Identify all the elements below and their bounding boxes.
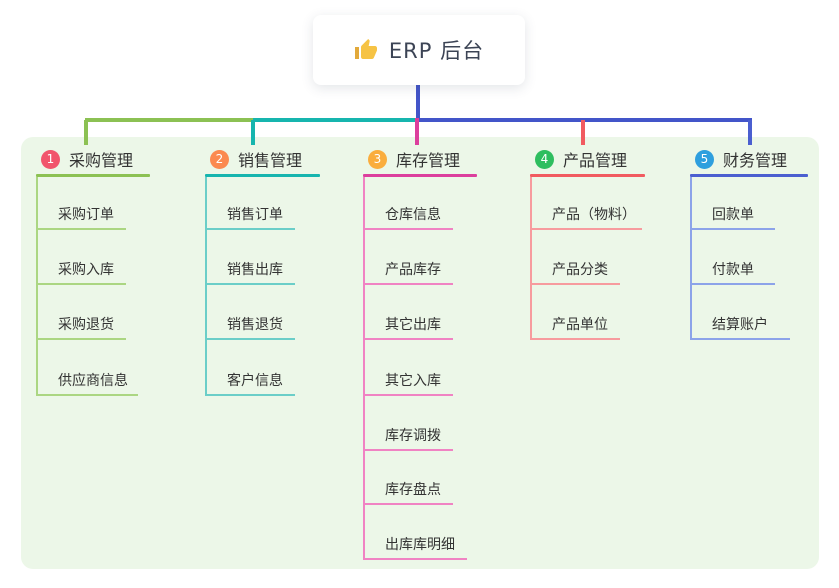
branch-underline [36, 174, 150, 177]
node-underline [36, 394, 138, 396]
root-stem-connector [416, 85, 420, 120]
node-sales-order[interactable]: 销售订单 [227, 207, 283, 223]
node-stock-transfer[interactable]: 库存调拨 [385, 428, 441, 444]
node-sales-outbound[interactable]: 销售出库 [227, 262, 283, 278]
node-underline [530, 338, 620, 340]
node-underline [363, 394, 453, 396]
node-underline [690, 283, 775, 285]
drop-connector-sales [251, 120, 255, 145]
node-underline [530, 283, 620, 285]
branch-number-badge: 1 [41, 149, 60, 169]
node-underline [363, 228, 453, 230]
branch-label: 库存管理 [396, 151, 461, 170]
node-underline [205, 394, 295, 396]
branch-purchase-header[interactable]: 1 采购管理 [36, 147, 133, 171]
branch-vertical-connector [36, 177, 38, 396]
drop-connector-finance [748, 120, 752, 145]
trunk-segment-purchase [85, 118, 253, 122]
branch-vertical-connector [363, 177, 365, 560]
node-outbound-detail[interactable]: 出库库明细 [385, 537, 455, 553]
branch-product-header[interactable]: 4 产品管理 [530, 147, 627, 171]
node-purchase-inbound[interactable]: 采购入库 [58, 262, 114, 278]
branch-label: 销售管理 [238, 151, 303, 170]
node-underline [205, 228, 295, 230]
node-product-category[interactable]: 产品分类 [552, 262, 608, 278]
branch-underline [690, 174, 808, 177]
node-underline [36, 338, 126, 340]
branch-number-badge: 5 [695, 149, 714, 169]
root-node[interactable]: ERP 后台 [313, 15, 525, 85]
node-customer-info[interactable]: 客户信息 [227, 373, 283, 389]
node-other-outbound[interactable]: 其它出库 [385, 317, 441, 333]
node-underline [690, 338, 790, 340]
branch-vertical-connector [690, 177, 692, 340]
node-underline [363, 503, 453, 505]
branch-label: 财务管理 [723, 151, 788, 170]
branch-label: 产品管理 [563, 151, 628, 170]
node-underline [205, 283, 295, 285]
branch-label: 采购管理 [69, 151, 134, 170]
node-other-inbound[interactable]: 其它入库 [385, 373, 441, 389]
branches-panel [21, 137, 819, 569]
branch-vertical-connector [530, 177, 532, 340]
trunk-segment-sales [253, 118, 419, 122]
drop-connector-purchase [84, 120, 88, 145]
node-underline [36, 228, 126, 230]
branch-number-badge: 3 [368, 149, 387, 169]
node-stock-taking[interactable]: 库存盘点 [385, 482, 441, 498]
branch-underline [530, 174, 645, 177]
node-underline [363, 283, 453, 285]
node-underline [363, 338, 453, 340]
node-product-material[interactable]: 产品（物料） [552, 207, 636, 223]
node-settlement-account[interactable]: 结算账户 [712, 317, 768, 333]
root-node-label: ERP 后台 [388, 39, 485, 63]
node-payment-bill[interactable]: 付款单 [712, 262, 754, 278]
node-sales-return[interactable]: 销售退货 [227, 317, 283, 333]
branch-number-badge: 2 [210, 149, 229, 169]
node-underline [363, 449, 453, 451]
branch-inventory-header[interactable]: 3 库存管理 [363, 147, 460, 171]
node-underline [205, 338, 295, 340]
node-purchase-order[interactable]: 采购订单 [58, 207, 114, 223]
node-product-unit[interactable]: 产品单位 [552, 317, 608, 333]
node-underline [690, 228, 775, 230]
branch-sales-header[interactable]: 2 销售管理 [205, 147, 302, 171]
branch-number-badge: 4 [535, 149, 554, 169]
node-underline [363, 558, 467, 560]
node-receipt-bill[interactable]: 回款单 [712, 207, 754, 223]
branch-finance-header[interactable]: 5 财务管理 [690, 147, 787, 171]
node-warehouse-info[interactable]: 仓库信息 [385, 207, 441, 223]
node-supplier-info[interactable]: 供应商信息 [58, 373, 128, 389]
drop-connector-product [581, 120, 585, 145]
thumbs-up-icon [354, 39, 377, 59]
branch-underline [205, 174, 320, 177]
node-underline [530, 228, 642, 230]
trunk-segment-right [419, 118, 752, 122]
node-underline [36, 283, 126, 285]
node-purchase-return[interactable]: 采购退货 [58, 317, 114, 333]
branch-underline [363, 174, 477, 177]
drop-connector-inventory [415, 118, 419, 145]
node-product-stock[interactable]: 产品库存 [385, 262, 441, 278]
branch-vertical-connector [205, 177, 207, 396]
